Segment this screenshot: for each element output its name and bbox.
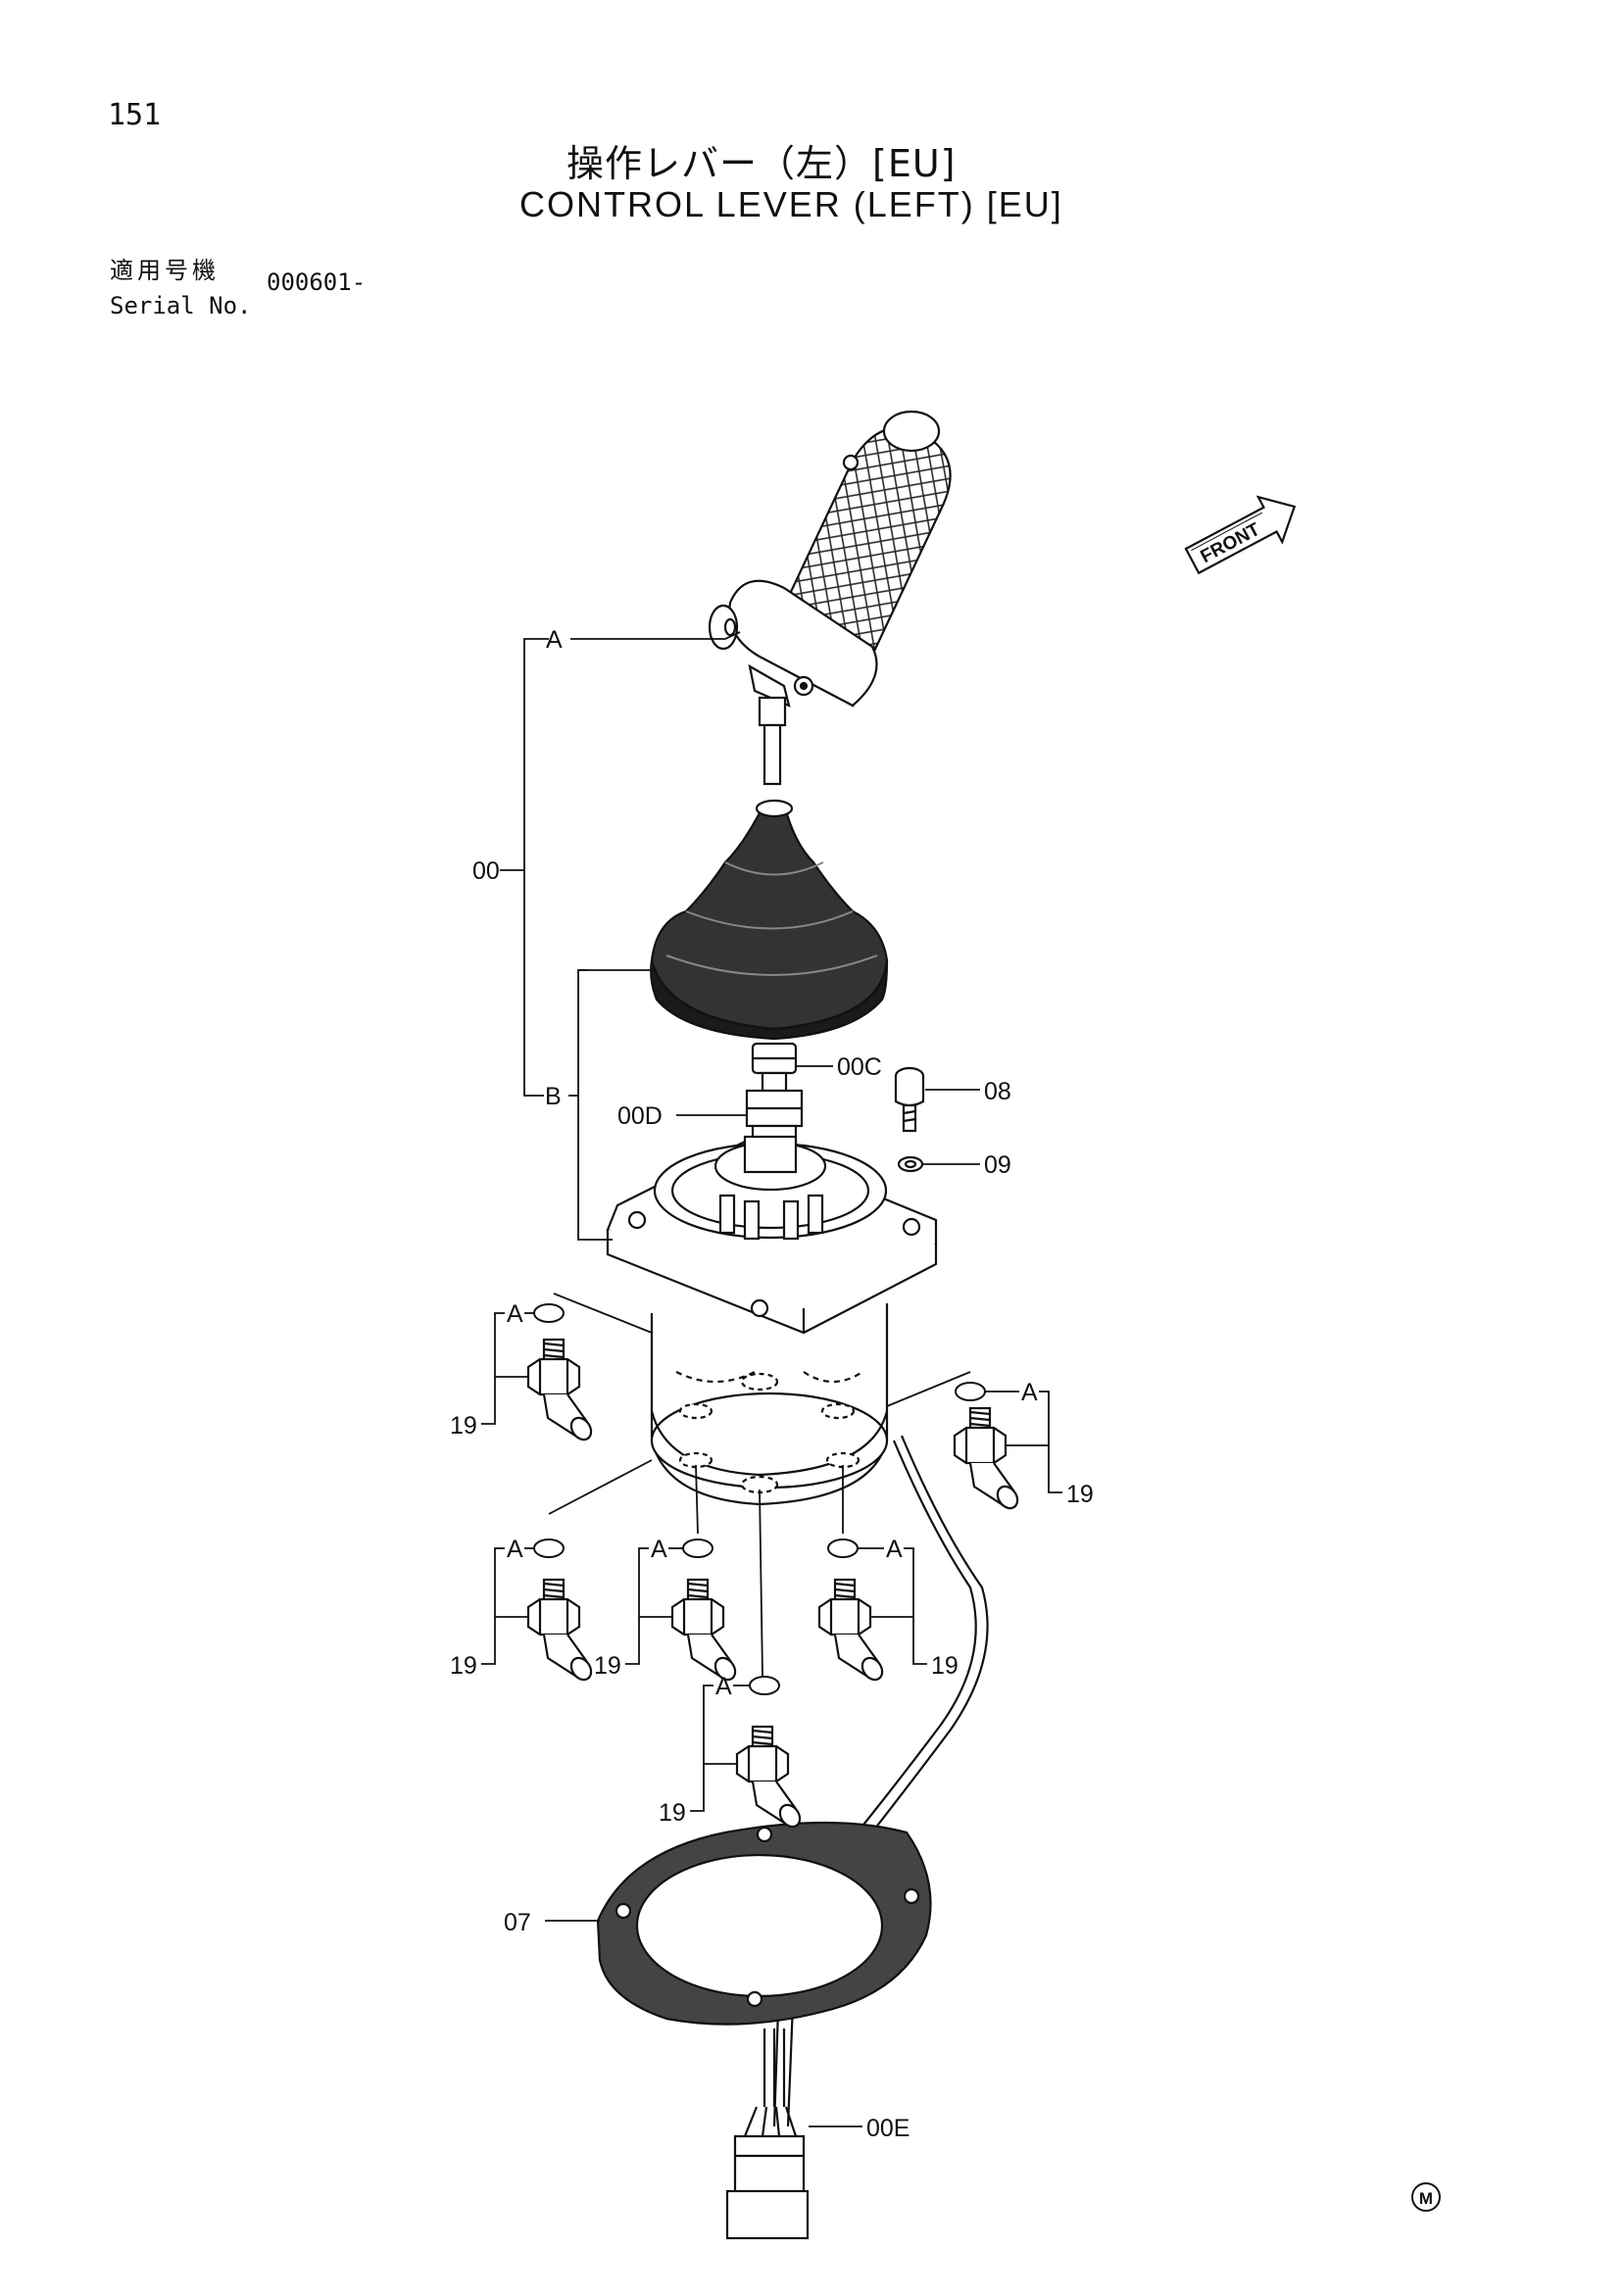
callout-00e: 00E [866, 2115, 910, 2142]
mark-letter: M [1419, 2189, 1433, 2208]
callout-a-fitting: A [651, 1536, 667, 1563]
hose-fitting [735, 1725, 802, 1829]
callout-19: 19 [659, 1799, 686, 1827]
callout-08: 08 [984, 1078, 1011, 1105]
callout-19: 19 [931, 1652, 959, 1680]
o-ring [682, 1539, 713, 1558]
callout-19: 19 [594, 1652, 621, 1680]
callout-00c: 00C [837, 1053, 882, 1081]
grip-handle [708, 410, 952, 786]
callout-19: 19 [1066, 1481, 1094, 1508]
callout-a-fitting: A [507, 1536, 523, 1563]
callout-a-fitting: A [886, 1536, 903, 1563]
rubber-boot [650, 799, 889, 1041]
o-ring [827, 1539, 859, 1558]
serial-label-english: Serial No. [110, 292, 252, 319]
serial-label-japanese: 適用号機 [110, 257, 220, 284]
fitting-group [481, 1303, 1062, 1829]
hose-fitting [953, 1406, 1019, 1510]
page-number: 151 [108, 98, 162, 132]
fitting-leader [985, 1391, 1062, 1493]
o-ring [533, 1539, 565, 1558]
fitting-leader [481, 1547, 534, 1665]
fitting-leader [690, 1685, 750, 1812]
serial-number-value: 000601- [267, 269, 367, 296]
callout-a-fitting: A [715, 1673, 732, 1700]
fitting-leader [481, 1312, 534, 1425]
washer [897, 1155, 924, 1173]
leader-lines [500, 631, 980, 2127]
electrical-connector [725, 2028, 810, 2240]
pilot-valve-body [606, 1135, 938, 1506]
hose-fitting [526, 1338, 593, 1441]
callout-labels: A B 00 00C 00D 08 09 07 00E [472, 626, 1011, 2142]
hose-fitting [670, 1578, 737, 1682]
callout-00d: 00D [617, 1102, 663, 1130]
hose-fitting [817, 1578, 884, 1682]
o-ring [533, 1303, 565, 1323]
callout-a-top: A [546, 626, 563, 654]
front-arrow-icon: FRONT [1184, 495, 1297, 575]
callout-a-fitting: A [507, 1300, 523, 1328]
o-ring [955, 1382, 986, 1401]
callout-07: 07 [504, 1909, 531, 1936]
title-english: CONTROL LEVER (LEFT) [EU] [519, 184, 1063, 224]
o-ring [749, 1676, 780, 1695]
socket-bolt [894, 1066, 925, 1133]
callout-19: 19 [450, 1412, 477, 1440]
fitting-leader [858, 1547, 927, 1665]
fitting-leader [625, 1547, 683, 1665]
callout-b: B [545, 1083, 562, 1110]
callout-09: 09 [984, 1151, 1011, 1179]
harness-cable [772, 1435, 989, 2127]
callout-19: 19 [450, 1652, 477, 1680]
hose-fitting [526, 1578, 593, 1682]
callout-a-fitting: A [1021, 1379, 1038, 1406]
lock-nut [751, 1042, 798, 1093]
mounting-gasket [596, 1821, 932, 2026]
callout-assembly-00: 00 [472, 857, 500, 885]
title-japanese: 操作レバー（左）[EU] [566, 142, 957, 185]
manufacturer-mark-icon: M [1411, 2182, 1441, 2212]
